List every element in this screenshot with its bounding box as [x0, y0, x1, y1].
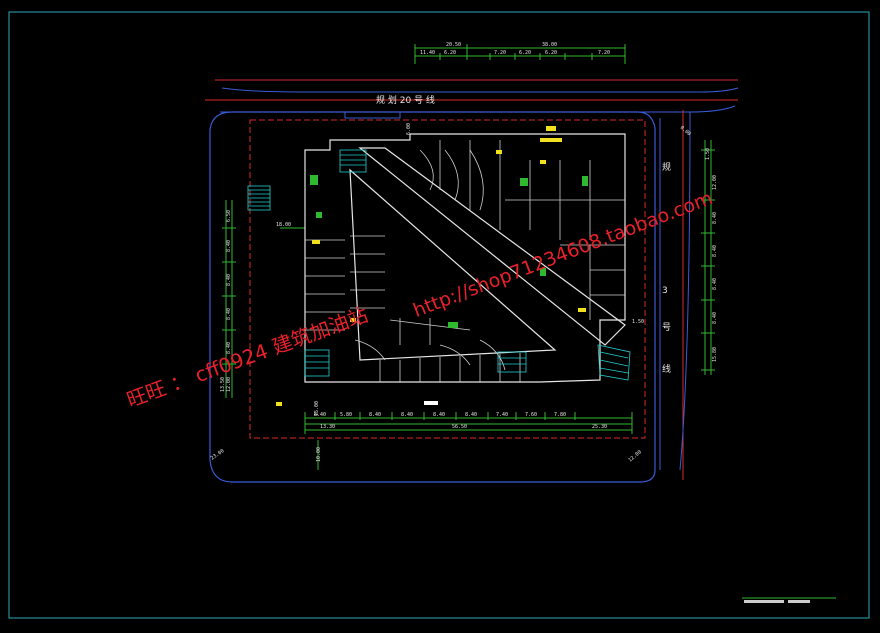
- bottom-seg-3: 8.40: [369, 412, 381, 418]
- top-seg-4: 6.20: [519, 50, 531, 56]
- building-outline: [304, 133, 626, 383]
- bottom-total-3: 25.30: [592, 424, 607, 430]
- left-dim-2: 8.40: [226, 240, 232, 252]
- right-dim-4: 8.40: [712, 245, 718, 257]
- bottom-label-10: 10.00: [316, 447, 322, 462]
- top-seg-3: 7.20: [494, 50, 506, 56]
- left-dim-4: 8.40: [226, 308, 232, 320]
- top-seg-5: 6.20: [545, 50, 557, 56]
- east-road-char-3: 号: [662, 322, 671, 333]
- left-dim-3: 8.40: [226, 274, 232, 286]
- scale-tag: [424, 401, 438, 405]
- east-road-char-2: 3: [662, 286, 668, 296]
- bottom-dimension-chain: [304, 412, 633, 470]
- right-dimension-chain: [701, 140, 715, 375]
- bottom-seg-2: 5.80: [340, 412, 352, 418]
- top-seg-1: 11.40: [420, 50, 435, 56]
- north-road-label: 规 划 20 号 线: [376, 94, 435, 106]
- drawing-frame: [8, 11, 870, 619]
- bottom-total-1: 13.30: [320, 424, 335, 430]
- top-seg-6: 7.20: [598, 50, 610, 56]
- left-dim-6: 12.00: [226, 377, 232, 392]
- bottom-seg-6: 8.40: [465, 412, 477, 418]
- corner-label-sw: 23.00: [210, 448, 226, 462]
- top-total-left: 20.50: [446, 42, 461, 48]
- setback-line: [249, 119, 646, 439]
- left-dimension-chain: [222, 200, 305, 398]
- bottom-seg-5: 8.40: [433, 412, 445, 418]
- top-dimension-chain: [414, 44, 626, 64]
- right-dim-7: 15.80: [712, 347, 718, 362]
- right-dim-1: 1.50: [705, 148, 711, 160]
- bottom-seg-8: 7.60: [525, 412, 537, 418]
- left-label-18: 18.00: [276, 222, 291, 228]
- top-seg-2: 6.20: [444, 50, 456, 56]
- bottom-seg-1: 8.40: [314, 412, 326, 418]
- east-road-char-4: 线: [662, 363, 671, 375]
- curved-bays: [354, 149, 506, 371]
- top-total-right: 38.00: [542, 42, 557, 48]
- right-dim-3: 8.40: [712, 212, 718, 224]
- shop-partitions: [305, 140, 625, 382]
- fixtures-green: [310, 175, 588, 328]
- bottom-label-15: 15.00: [314, 401, 320, 416]
- bottom-seg-7: 7.40: [496, 412, 508, 418]
- right-dim-6: 8.40: [712, 312, 718, 324]
- corner-label-se: 12.00: [627, 449, 642, 463]
- stairs: [247, 149, 631, 381]
- left-dim-1: 6.50: [226, 210, 232, 222]
- bottom-total-2: 56.50: [452, 424, 467, 430]
- left-dim-5: 8.40: [226, 342, 232, 354]
- left-dim-7: 13.50: [220, 377, 226, 392]
- bottom-seg-4: 8.40: [401, 412, 413, 418]
- right-dim-2: 12.00: [712, 175, 718, 190]
- site-boundary: [209, 111, 656, 483]
- east-road: [659, 110, 691, 480]
- right-label-6: 6.00: [406, 123, 412, 135]
- title-block: [742, 597, 836, 603]
- right-dim-5: 8.40: [712, 278, 718, 290]
- bottom-seg-9: 7.80: [554, 412, 566, 418]
- east-road-char-1: 规: [662, 162, 671, 173]
- right-label-150: 1.50: [632, 319, 644, 325]
- markers-yellow: [276, 126, 586, 406]
- north-road: [205, 79, 739, 119]
